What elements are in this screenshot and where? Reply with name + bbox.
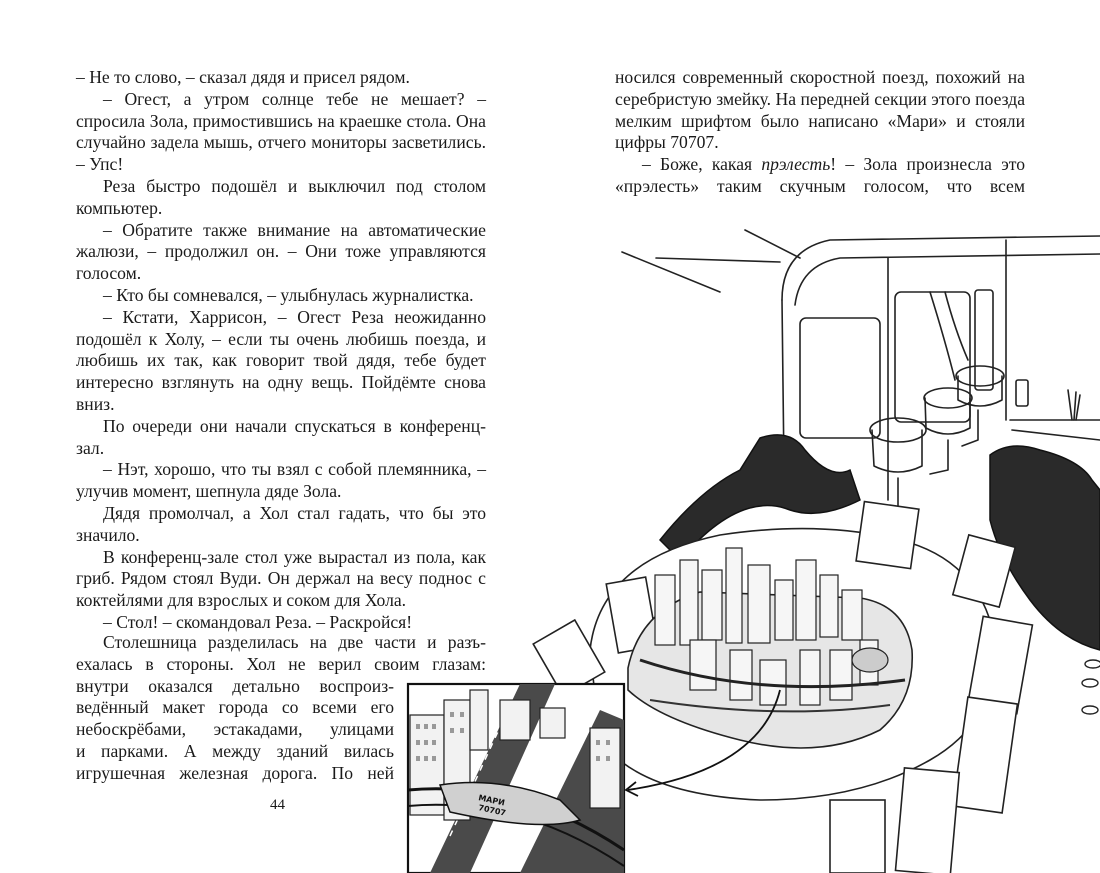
- right-page: носился современный скоростной поезд, по…: [550, 0, 1100, 873]
- paragraph: Реза быстро подошёл и выключил под столо…: [76, 175, 486, 218]
- paragraph: По очереди они начали спускаться в конфе…: [76, 415, 486, 458]
- paragraph: Дядя промолчал, а Хол стал гадать, что б…: [76, 502, 486, 545]
- emphasis: прэлесть: [761, 154, 831, 175]
- text-line: игрушечная железная дорога. По ней: [76, 762, 394, 783]
- text-line: и парками. А между зданий вилась: [76, 740, 394, 761]
- text-line: ведённый макет города со всеми его: [76, 697, 394, 718]
- paragraph: – Нэт, хорошо, что ты взял с собой племя…: [76, 459, 486, 502]
- text-line: ехалась в стороны. Хол не верил своим гл…: [76, 653, 486, 674]
- paragraph: – Не то слово, – сказал дядя и присел ря…: [76, 67, 410, 87]
- paragraph: – Огест, а утром солнце тебе не мешает? …: [76, 88, 486, 175]
- text-line: внутри оказался детально воспроиз-: [76, 675, 394, 696]
- wrapped-text-block: Столешница разделилась на две части и ра…: [76, 632, 486, 785]
- paragraph: – Обратите также внимание на автоматичес…: [76, 219, 486, 284]
- left-text-column: – Не то слово, – сказал дядя и присел ря…: [76, 67, 486, 634]
- paragraph: – Стол! – скомандовал Реза. – Раскройся!: [103, 611, 413, 632]
- text-line: Столешница разделилась на две части и ра…: [103, 632, 486, 652]
- left-page: – Не то слово, – сказал дядя и присел ря…: [76, 67, 486, 813]
- paragraph: В конференц-зале стол уже вырастал из по…: [76, 546, 486, 611]
- paragraph: – Кстати, Харрисон, – Огест Реза неожида…: [76, 306, 486, 414]
- paragraph: – Кто бы сомневался, – улыбнулась журнал…: [103, 284, 474, 305]
- page-number: 44: [270, 797, 285, 813]
- right-text-column: носился современный скоростной поезд, по…: [615, 67, 1025, 198]
- text-line: небоскрёбами, эстакадами, улицами: [76, 719, 394, 740]
- paragraph: носился современный скоростной поезд, по…: [615, 67, 1025, 153]
- paragraph: – Боже, какая прэлесть! – Зола произнесл…: [615, 154, 1025, 196]
